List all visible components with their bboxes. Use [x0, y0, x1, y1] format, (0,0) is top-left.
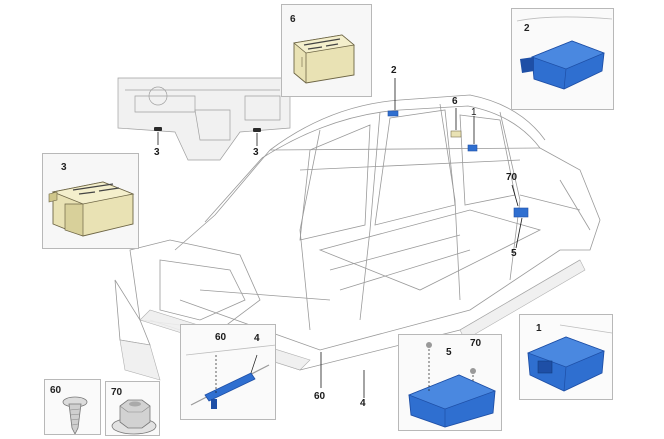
inset-part-60-4: [180, 324, 276, 420]
inset-part-2: 2: [511, 8, 614, 110]
callout-60-bottom: 60: [314, 391, 326, 402]
callout-4-lower: 4: [254, 333, 260, 344]
rail-assembly-icon: [185, 344, 275, 409]
inset-part-6: 6: [281, 4, 372, 97]
inset-part-3: 3: [42, 153, 139, 249]
inset-label: 60: [50, 385, 62, 396]
callout-3-right: 3: [253, 147, 259, 158]
module-1-icon: [527, 324, 612, 392]
screw-icon: [62, 396, 88, 434]
callout-70: 70: [506, 172, 518, 183]
inset-part-5-70: [398, 334, 502, 431]
dashboard-illustration: [117, 77, 291, 161]
callout-60-lower: 60: [215, 332, 227, 343]
module-6-icon: [293, 34, 355, 84]
callout-2: 2: [391, 65, 397, 76]
module-5-icon: [408, 342, 496, 428]
inset-label: 3: [61, 162, 67, 173]
inset-label: 70: [111, 387, 123, 398]
callout-5: 5: [511, 248, 517, 259]
inset-label: 6: [290, 14, 296, 25]
callout-5-lower: 5: [446, 347, 452, 358]
callout-6: 6: [452, 96, 458, 107]
inset-label: 2: [524, 23, 530, 34]
callout-70-lower: 70: [470, 338, 482, 349]
inset-label: 1: [536, 323, 542, 334]
nut-icon: [111, 399, 157, 435]
inset-part-60-screw: 60: [44, 379, 101, 435]
inset-part-70-nut: 70: [105, 381, 160, 436]
inset-part-1: 1: [519, 314, 613, 400]
callout-1: 1: [471, 107, 477, 118]
callout-4-bottom: 4: [360, 398, 366, 409]
module-3-icon: [48, 181, 135, 237]
callout-3-left: 3: [154, 147, 160, 158]
module-2-icon: [516, 16, 613, 90]
